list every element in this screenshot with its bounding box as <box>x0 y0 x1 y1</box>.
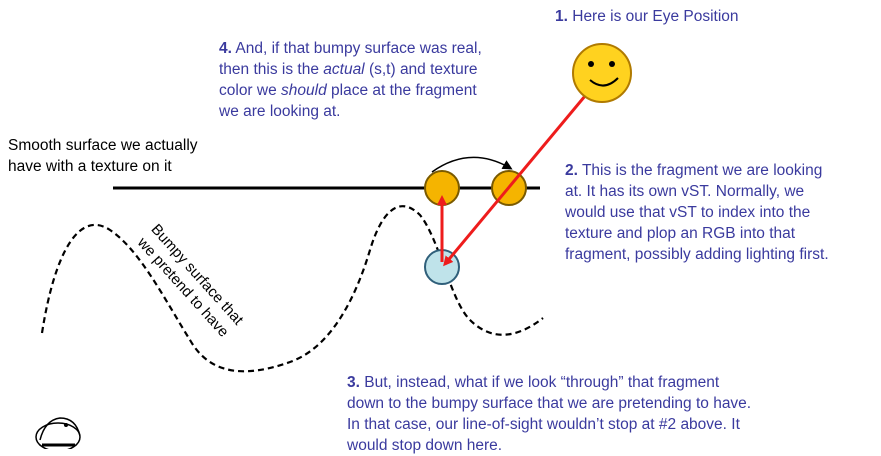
actual-texture-note: 4. And, if that bumpy surface was real, … <box>219 40 482 120</box>
shift-arrow <box>431 156 513 173</box>
eye-note: 1. Here is our Eye Position <box>555 8 739 25</box>
beaver-logo-icon <box>35 417 81 449</box>
look-through-note: 3. But, instead, what if we look “throug… <box>347 374 752 454</box>
smooth-surface-label: Smooth surface we actually have with a t… <box>8 137 198 175</box>
fragment-note: 2. This is the fragment we are looking a… <box>565 162 829 263</box>
smiley-eye-icon <box>572 43 632 103</box>
bumpy-surface-curve <box>40 205 544 373</box>
eye-ray <box>443 77 602 267</box>
